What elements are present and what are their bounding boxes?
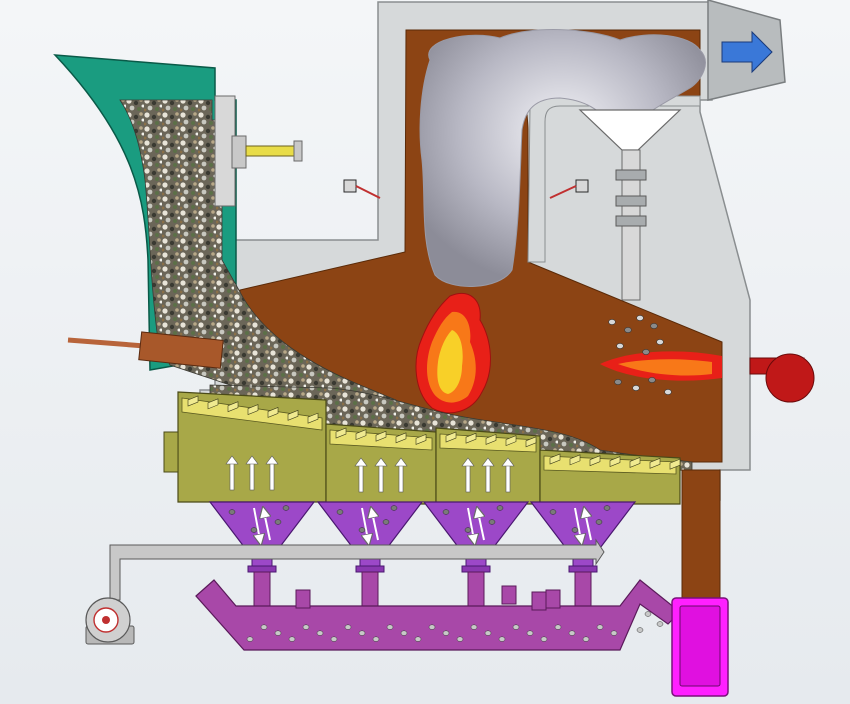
feeder-screw [67, 331, 224, 369]
arrow-up-icon [265, 455, 279, 491]
burner-fan-icon [749, 353, 815, 403]
arrow-up-icon [374, 457, 388, 493]
arrow-up-icon [245, 455, 259, 491]
arrow-up-icon [354, 457, 368, 493]
grate-module [435, 427, 541, 505]
temperature-sensor-icon [343, 179, 589, 199]
arrow-up-icon [501, 457, 515, 493]
arrow-up-icon [481, 457, 495, 493]
ash-discharge-chute [671, 469, 729, 697]
grate-modules [163, 391, 681, 505]
arrow-up-icon [461, 457, 475, 493]
arrow-up-icon [394, 457, 408, 493]
ash-conveyor [195, 579, 681, 651]
burner-flame [600, 351, 722, 381]
grate-module [163, 391, 327, 503]
ram-guide [231, 135, 247, 169]
exhaust-outlet [707, 0, 786, 101]
grate-module [539, 449, 681, 505]
arrow-right-icon [721, 30, 773, 74]
centrifugal-fan-icon [85, 597, 135, 645]
main-flame [415, 293, 491, 414]
arrow-up-icon [225, 455, 239, 491]
ash-drop-assembly [578, 109, 682, 301]
grate-module [325, 423, 437, 505]
ash-hopper [208, 501, 316, 607]
ram-rod [245, 145, 295, 157]
